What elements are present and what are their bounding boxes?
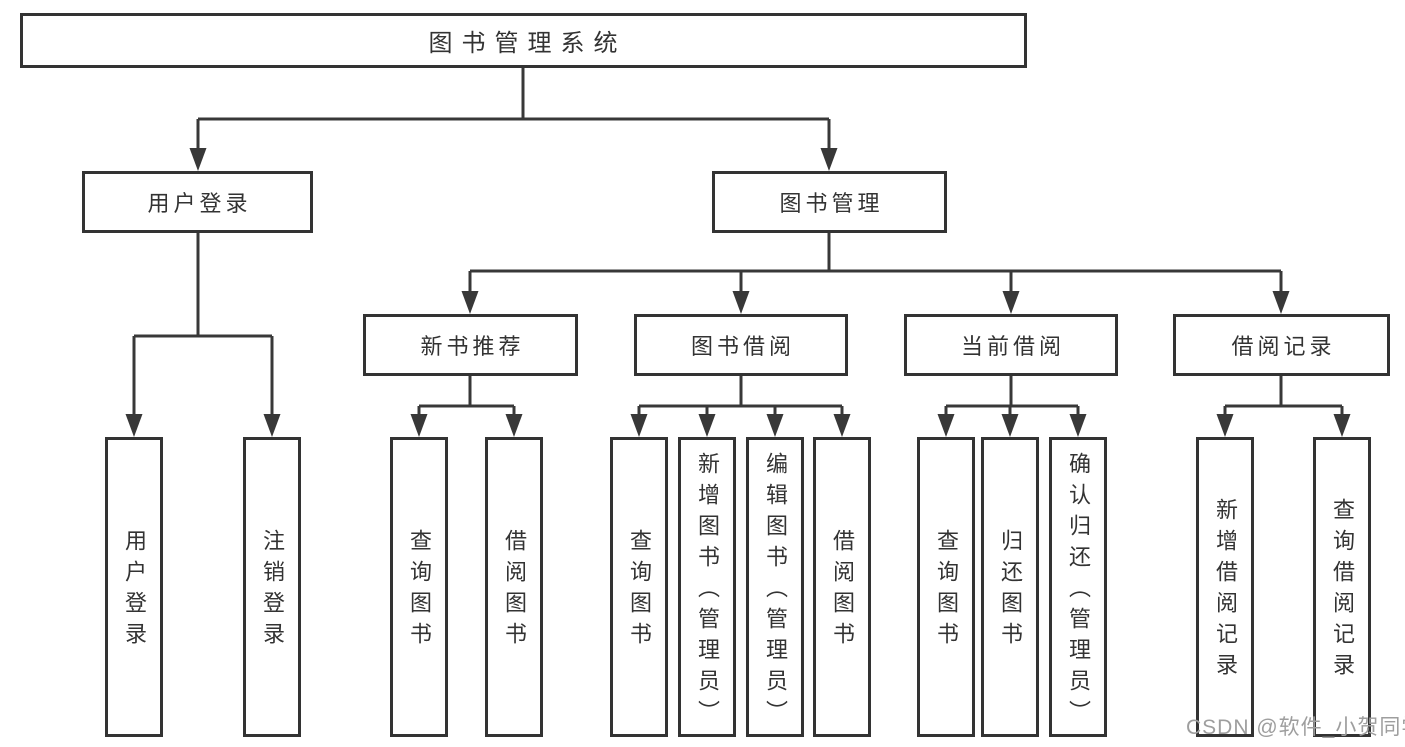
- node-current-borrowing: 当前借阅: [904, 314, 1118, 376]
- node-library-system-label: 图书管理系统: [428, 30, 627, 57]
- node-borrowing-records: 借阅记录: [1173, 314, 1390, 376]
- arrowheads: [125, 148, 1351, 437]
- leaf-borrow-books-2: 借阅图书: [813, 437, 871, 737]
- leaf-query-borrow-record: 查询借阅记录: [1313, 437, 1371, 737]
- node-book-management: 图书管理: [712, 171, 947, 233]
- leaf-return-books: 归还图书: [981, 437, 1039, 737]
- leaf-edit-books-admin-label: 编辑图书（管理员）: [763, 451, 788, 731]
- leaf-query-books-1: 查询图书: [390, 437, 448, 737]
- leaf-add-books-admin-label: 新增图书（管理员）: [695, 451, 720, 731]
- leaf-query-borrow-record-label: 查询借阅记录: [1330, 498, 1355, 684]
- leaf-query-books-2: 查询图书: [610, 437, 668, 737]
- node-user-login: 用户登录: [82, 171, 313, 233]
- node-borrowing-records-label: 借阅记录: [1231, 334, 1336, 359]
- leaf-confirm-return-admin: 确认归还（管理员）: [1049, 437, 1107, 737]
- csdn-watermark: CSDN @软件_小贺同学: [1186, 716, 1405, 739]
- leaf-query-books-2-label: 查询图书: [627, 529, 652, 653]
- node-new-book-recommendation-label: 新书推荐: [420, 334, 525, 359]
- leaf-borrow-books-2-label: 借阅图书: [830, 529, 855, 653]
- node-book-borrowing: 图书借阅: [634, 314, 848, 376]
- node-book-borrowing-label: 图书借阅: [690, 334, 795, 359]
- leaf-logout: 注销登录: [243, 437, 301, 737]
- node-library-system: 图书管理系统: [20, 13, 1027, 68]
- leaf-edit-books-admin: 编辑图书（管理员）: [746, 437, 804, 737]
- node-book-management-label: 图书管理: [779, 191, 884, 216]
- leaf-user-login: 用户登录: [105, 437, 163, 737]
- leaf-query-books-3: 查询图书: [917, 437, 975, 737]
- leaf-return-books-label: 归还图书: [998, 529, 1023, 653]
- leaf-logout-label: 注销登录: [260, 529, 285, 653]
- node-user-login-label: 用户登录: [147, 191, 252, 216]
- leaf-query-books-1-label: 查询图书: [407, 529, 432, 653]
- leaf-query-books-3-label: 查询图书: [934, 529, 959, 653]
- leaf-add-borrow-record: 新增借阅记录: [1196, 437, 1254, 737]
- node-current-borrowing-label: 当前借阅: [960, 334, 1065, 359]
- node-new-book-recommendation: 新书推荐: [363, 314, 578, 376]
- connector-paths: [132, 68, 1344, 415]
- leaf-add-books-admin: 新增图书（管理员）: [678, 437, 736, 737]
- leaf-borrow-books-1: 借阅图书: [485, 437, 543, 737]
- leaf-confirm-return-admin-label: 确认归还（管理员）: [1066, 451, 1091, 731]
- leaf-user-login-label: 用户登录: [122, 529, 147, 653]
- leaf-borrow-books-1-label: 借阅图书: [502, 529, 527, 653]
- leaf-add-borrow-record-label: 新增借阅记录: [1213, 498, 1238, 684]
